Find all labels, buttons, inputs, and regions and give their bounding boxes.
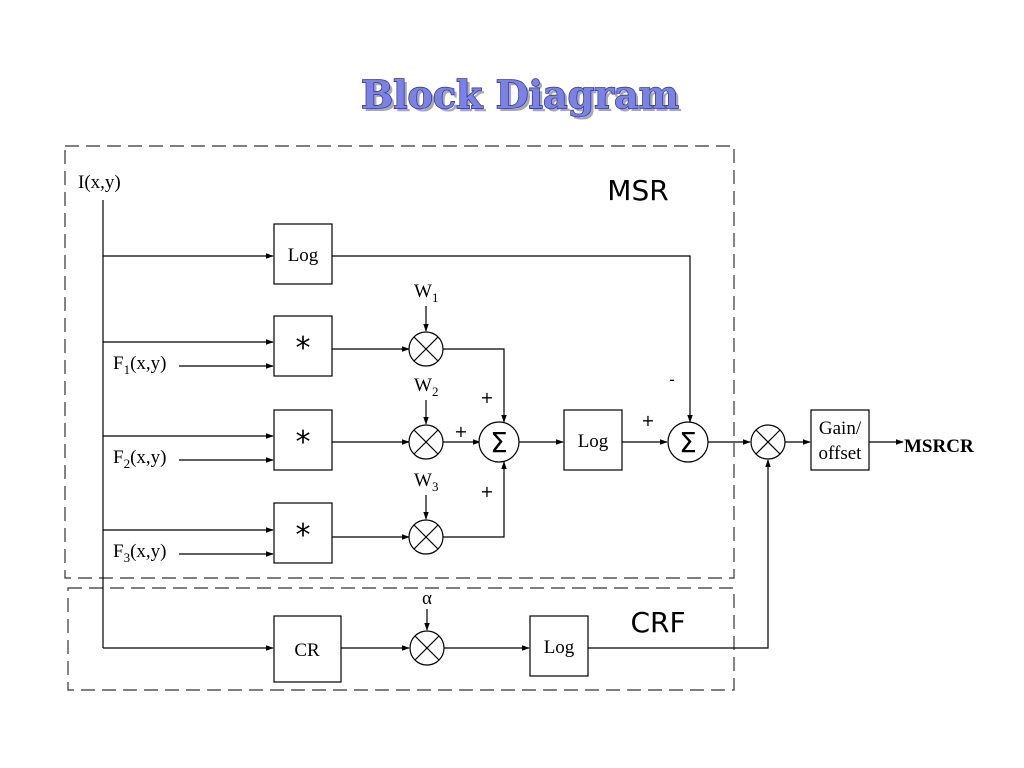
output-label: MSRCR [904, 436, 974, 457]
gain-offset-label-line-2: offset [819, 443, 863, 464]
log-block-mid-label: Log [578, 431, 609, 452]
wire-log-top-to-sum-2 [332, 255, 693, 423]
filter-label-3: F3(x,y) [113, 541, 166, 565]
input-label: I(x,y) [78, 172, 121, 193]
wire-crf-log-to-final-mult [588, 459, 771, 649]
convolution-symbol-1: * [296, 331, 311, 366]
filter-label-1: F1(x,y) [113, 353, 166, 377]
multiplier-node-3 [408, 519, 444, 555]
wire-mult-1-to-sum-1 [443, 348, 507, 423]
plus-sign-sum-1-bottom: + [480, 482, 493, 501]
alpha-label: α [422, 588, 432, 609]
plus-sign-sum-2: + [641, 411, 654, 430]
convolution-symbol-3: * [296, 518, 311, 553]
weight-label-3: W3 [414, 470, 438, 494]
filter-label-2: F2(x,y) [113, 447, 166, 471]
minus-sign-sum-2: - [669, 370, 675, 389]
multiplier-node-2 [408, 424, 444, 460]
plus-sign-sum-1-top: + [480, 388, 493, 407]
summation-symbol-2: Σ [679, 426, 697, 459]
log-block-top-label: Log [288, 245, 319, 266]
final-multiplier-node [750, 424, 786, 460]
wire-mult-3-to-sum-1 [443, 461, 507, 538]
multiplier-node-1 [408, 331, 444, 367]
page-title-shadow: Block Diagram [364, 75, 682, 120]
page-title: Block Diagram [361, 72, 679, 117]
weight-label-1: W1 [414, 281, 438, 305]
crf-region [67, 587, 735, 691]
log-block-mid [563, 409, 623, 471]
gain-offset-block [810, 409, 870, 471]
alpha-multiplier-node [409, 630, 445, 666]
convolution-block-3 [273, 502, 333, 564]
summation-symbol-1: Σ [490, 426, 508, 459]
gain-offset-label-line-1: Gain/ [819, 418, 862, 439]
plus-sign-sum-1-left: + [454, 422, 467, 441]
convolution-block-2 [273, 409, 333, 471]
weight-label-2: W2 [414, 375, 438, 399]
msr-label: MSR [607, 174, 668, 207]
crf-label: CRF [630, 606, 685, 639]
msr-region [64, 145, 735, 579]
log-block-crf-label: Log [544, 637, 575, 658]
log-block-top [273, 223, 333, 285]
cr-block [273, 615, 342, 683]
convolution-block-1 [273, 315, 333, 377]
cr-block-label: CR [294, 640, 320, 661]
log-block-crf [529, 615, 589, 677]
convolution-symbol-2: * [296, 425, 311, 460]
